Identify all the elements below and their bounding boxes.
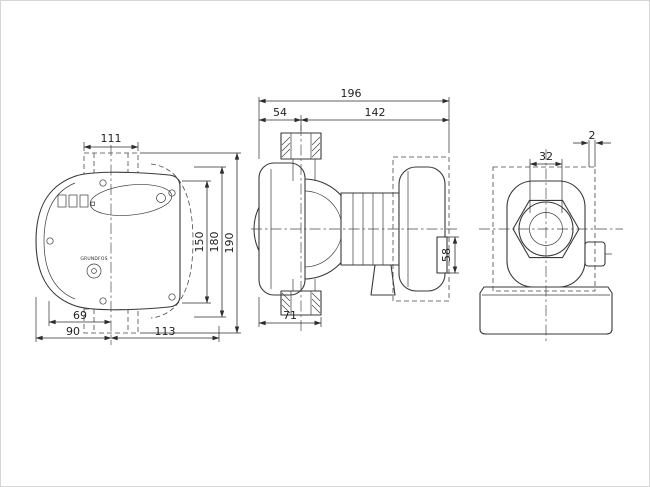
svg-text:113: 113 [155, 325, 176, 338]
svg-text:2: 2 [589, 129, 596, 142]
motor-foot [370, 264, 396, 296]
brand-label: GRUNDFOS [80, 256, 107, 262]
dial-icon [156, 193, 166, 203]
power-button-icon [86, 263, 102, 279]
svg-text:54: 54 [273, 106, 287, 119]
dim-front-bottom-inner: 69 [48, 301, 112, 326]
dim-side-port-height: 58 [437, 236, 459, 274]
front-clearance-outline [150, 163, 194, 319]
dim-front-bottom-left: 90 [35, 297, 112, 342]
dim-end-bore: 32 [529, 150, 563, 213]
dim-front-height-mid: 180 [194, 166, 226, 318]
end-view: 32 2 [479, 129, 623, 343]
dim-front-height-total: 190 [140, 152, 241, 334]
front-body-inner-contour [43, 182, 76, 300]
dim-side-front-depth: 54 [258, 106, 302, 131]
svg-text:150: 150 [193, 232, 206, 253]
side-view: 196 54 142 58 71 [251, 87, 459, 331]
dim-side-total-depth: 196 [258, 87, 450, 159]
screw-icon [99, 179, 107, 187]
svg-text:180: 180 [208, 232, 221, 253]
screw-icon [99, 297, 107, 305]
dim-side-bottom-depth: 71 [258, 297, 322, 327]
front-body [35, 171, 181, 311]
svg-text:71: 71 [283, 309, 297, 322]
front-face-oval [89, 184, 173, 216]
screw-icon [168, 293, 176, 301]
svg-text:190: 190 [223, 233, 236, 254]
front-view: GRUNDFOS 111 150 180 [35, 132, 241, 345]
svg-text:196: 196 [341, 87, 362, 100]
dim-front-bottom-right: 113 [110, 325, 220, 342]
screw-icon [46, 237, 54, 245]
display-panel [57, 194, 95, 208]
dim-front-height-inner: 150 [182, 180, 211, 304]
svg-text:111: 111 [101, 132, 122, 145]
svg-text:69: 69 [73, 309, 87, 322]
svg-text:32: 32 [539, 150, 553, 163]
dim-front-top-width: 111 [83, 132, 139, 151]
dim-side-rear-depth: 142 [300, 106, 450, 123]
svg-text:58: 58 [440, 248, 453, 262]
svg-text:90: 90 [66, 325, 80, 338]
svg-text:142: 142 [365, 106, 386, 119]
end-clearance-outline [492, 166, 596, 292]
dim-end-gap: 2 [573, 129, 611, 167]
